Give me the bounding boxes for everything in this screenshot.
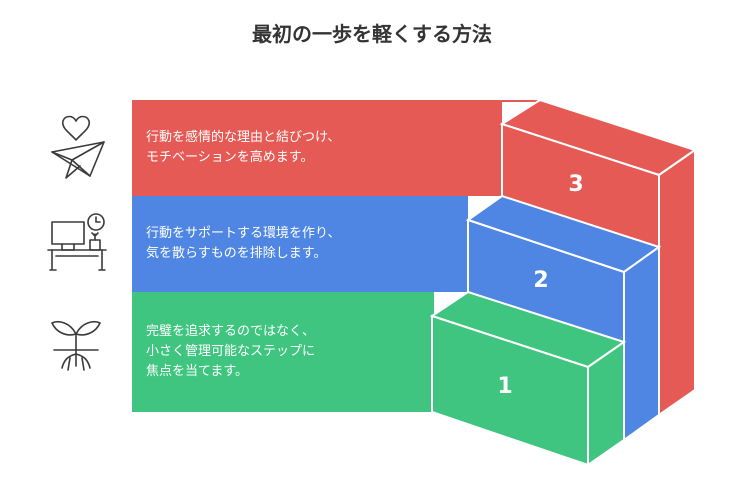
step-3-line-2: モチベーションを高めます。 (146, 150, 314, 165)
step-3-line-1: 行動を感情的な理由と結びつけ、 (146, 130, 341, 145)
step-1-line-2: 小さく管理可能なステップに (146, 344, 316, 359)
heart-paper-plane-icon (51, 115, 105, 179)
page-title: 最初の一歩を軽くする方法 (252, 22, 492, 46)
step-1-number: 1 (497, 374, 513, 399)
step-1-block (132, 290, 627, 467)
step-2-number: 2 (533, 268, 549, 293)
plant-sprout-icon (51, 320, 101, 371)
step-3-description: 行動を感情的な理由と結びつけ、 モチベーションを高めます。 (146, 128, 446, 168)
step-1-description: 完璧を追求するのではなく、 小さく管理可能なステップに 焦点を当てます。 (146, 322, 446, 382)
step-2-line-2: 気を散らすものを排除します。 (146, 246, 327, 261)
step-2-description: 行動をサポートする環境を作り、 気を散らすものを排除します。 (146, 224, 446, 264)
step-2-line-1: 行動をサポートする環境を作り、 (146, 226, 341, 241)
step-3-number: 3 (568, 172, 584, 197)
step-1-line-3: 焦点を当てます。 (146, 364, 249, 379)
desk-workspace-icon (47, 213, 107, 271)
step-1-line-1: 完璧を追求するのではなく、 (146, 324, 316, 339)
